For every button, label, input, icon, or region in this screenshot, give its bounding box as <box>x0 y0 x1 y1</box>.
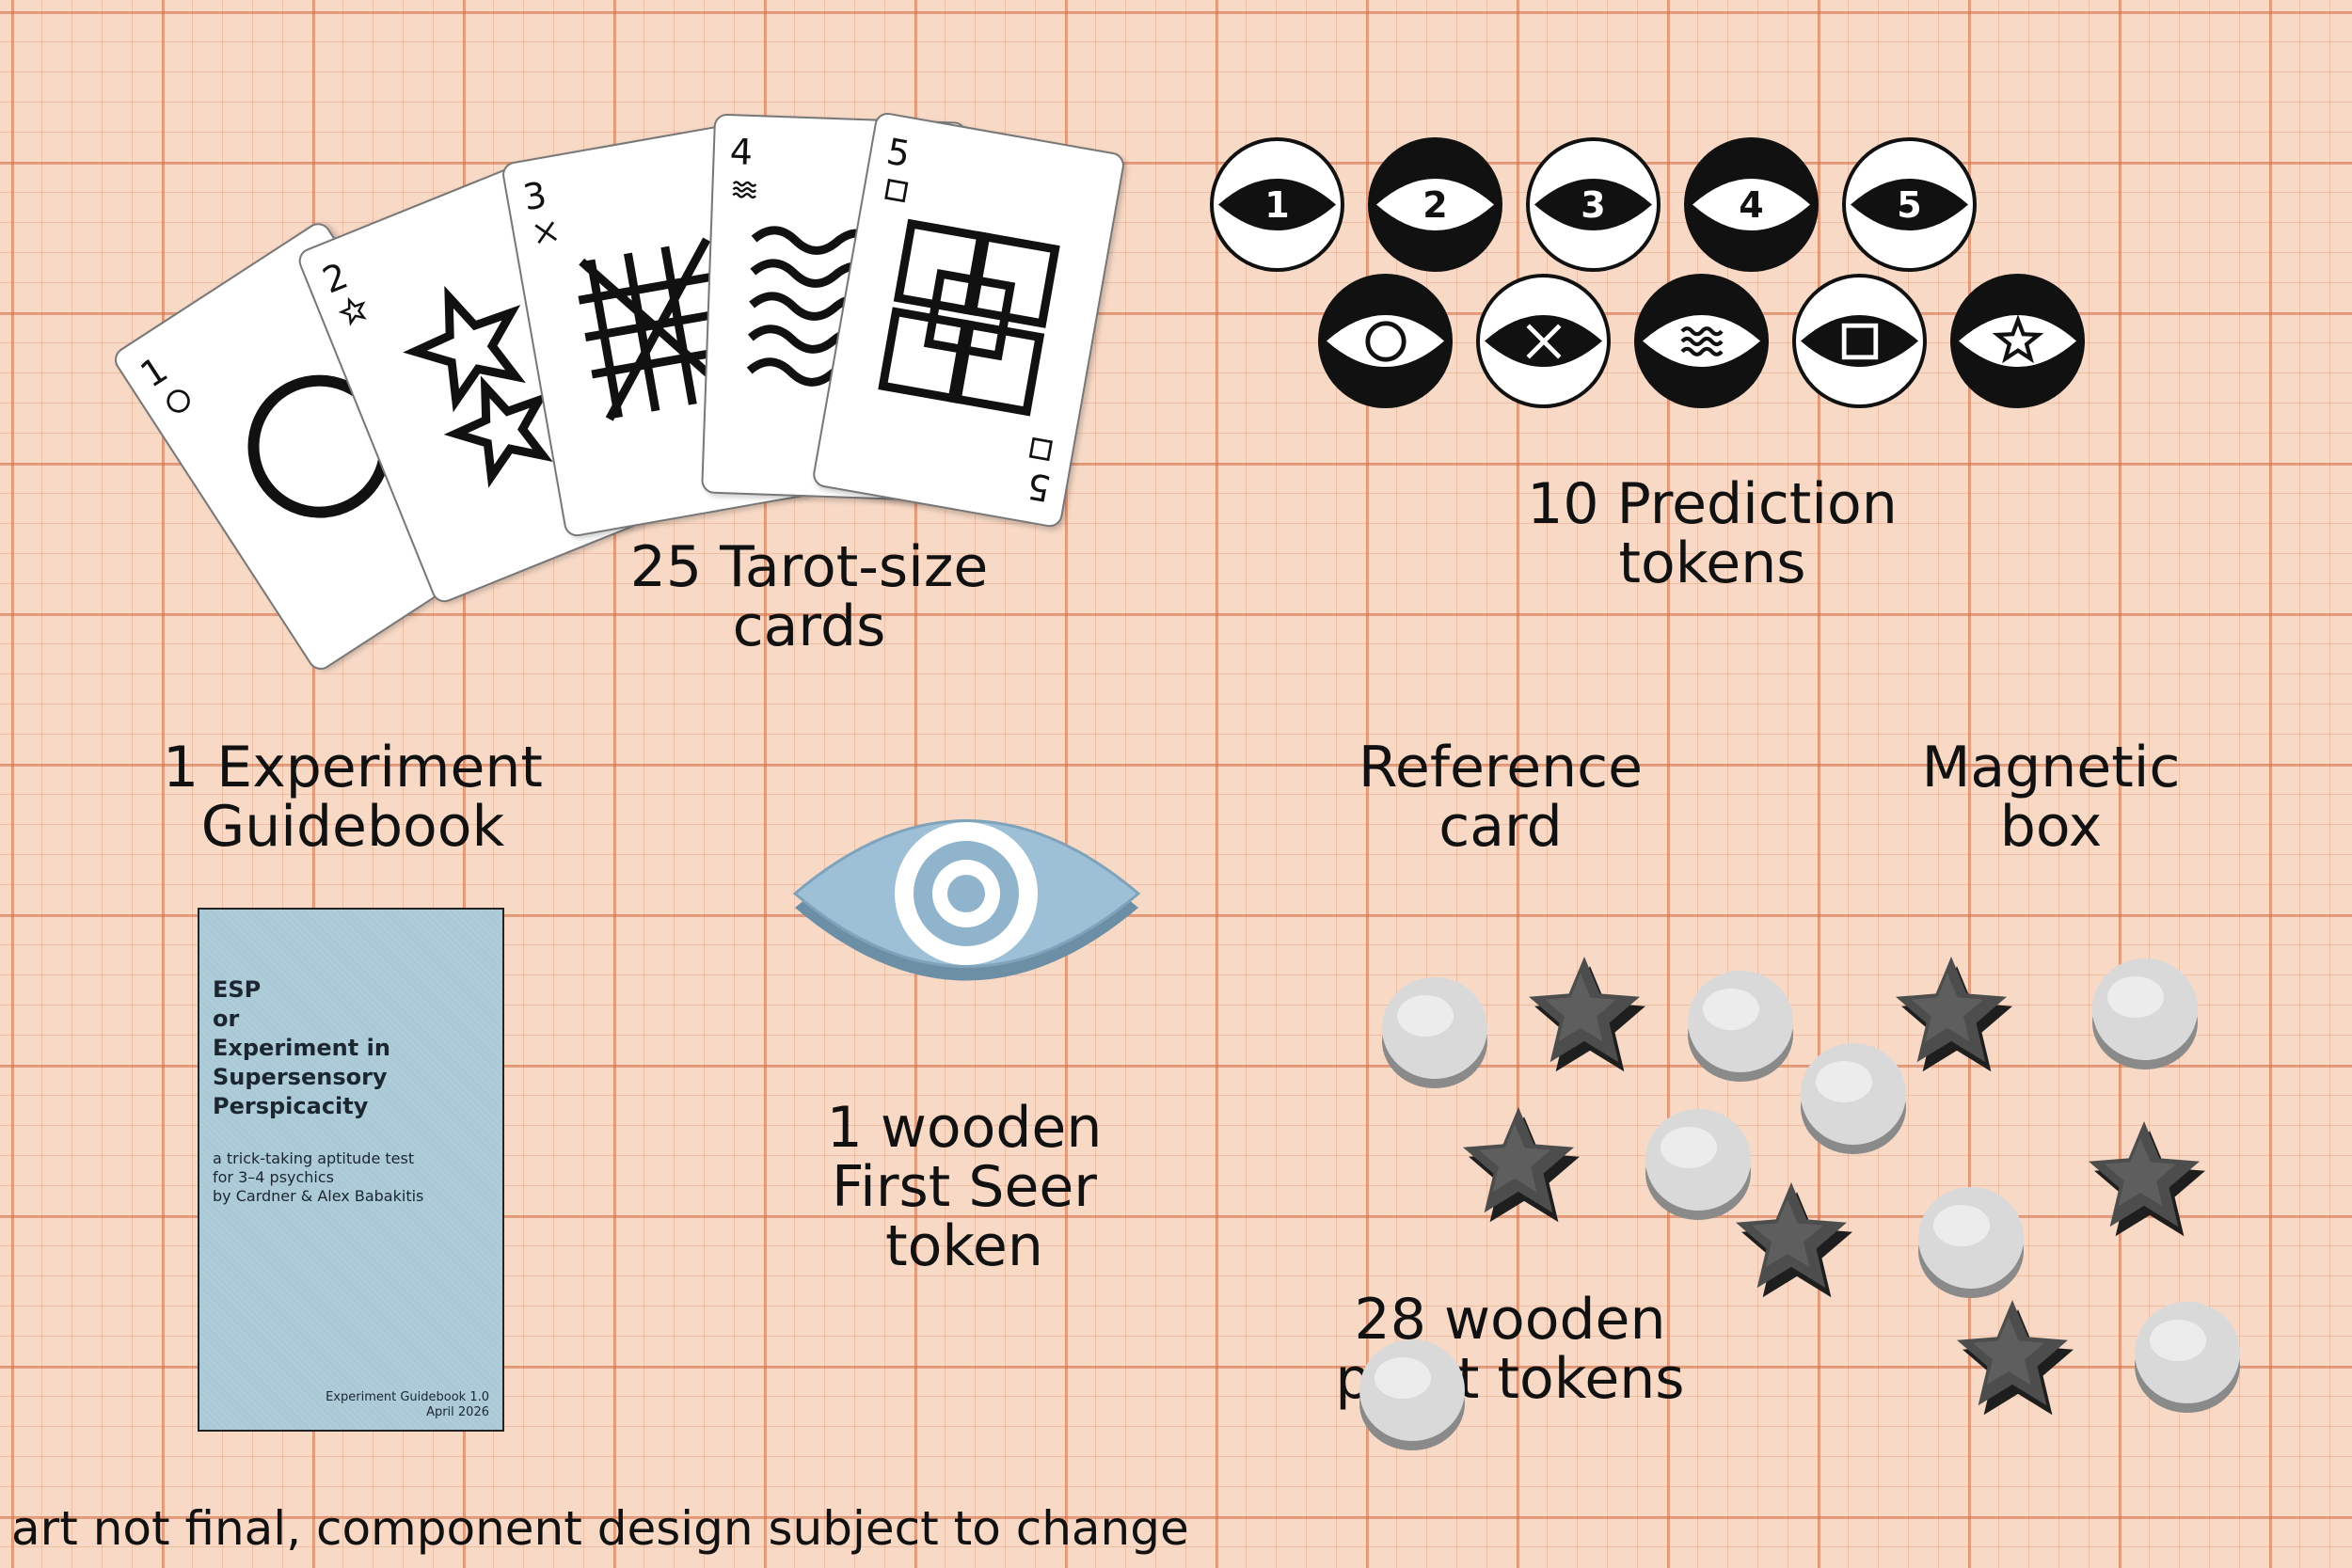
guidebook-footer: Experiment Guidebook 1.0 April 2026 <box>326 1390 489 1419</box>
prediction-token-5: 5 <box>1841 136 1978 273</box>
prediction-token-1: 1 <box>1209 136 1345 273</box>
point-tokens <box>1355 941 2277 1467</box>
card-art-cross-icon <box>548 207 767 451</box>
card-number: 4 <box>727 131 762 214</box>
card-art-square-icon <box>860 198 1078 442</box>
prediction-token-circle <box>1317 273 1454 409</box>
square-icon <box>877 171 915 217</box>
square-icon <box>1841 323 1878 359</box>
cards-label: 25 Tarot-size cards <box>629 534 989 659</box>
card-art-star-icon <box>358 248 609 517</box>
point-star-icon <box>1731 1180 1858 1311</box>
prediction-label: 10 Prediction tokens <box>1527 471 1898 596</box>
star-icon <box>332 290 377 341</box>
experiment-guidebook: ESP or Experiment in Supersensory Perspi… <box>198 908 504 1432</box>
point-disc-token <box>1684 967 1797 1088</box>
prediction-token-number: 1 <box>1264 183 1290 226</box>
circle-icon <box>1364 320 1406 362</box>
first-seer-label: 1 wooden First Seer token <box>826 1095 1103 1279</box>
prediction-tokens: 1 2 3 4 5 <box>1209 136 2112 419</box>
prediction-token-star <box>1949 273 2086 409</box>
circle-icon <box>156 378 205 430</box>
prediction-token-3: 3 <box>1525 136 1661 273</box>
prediction-token-waves <box>1633 273 1770 409</box>
card-number: 2 <box>317 251 377 340</box>
point-disc-token <box>1642 1105 1755 1227</box>
star-icon <box>1992 313 2043 363</box>
point-star-icon <box>1524 955 1651 1085</box>
card-number: 5 <box>1015 422 1061 510</box>
reference-card-label: Reference card <box>1358 735 1644 860</box>
point-star-icon <box>1458 1105 1585 1236</box>
cross-icon <box>527 214 565 260</box>
point-disc-token <box>1915 1183 2027 1305</box>
card-number: 1 <box>134 343 205 430</box>
prediction-token-number: 5 <box>1897 183 1922 226</box>
point-star-icon <box>1952 1298 2079 1429</box>
point-disc-token <box>2131 1298 2244 1419</box>
waves-icon <box>727 172 761 214</box>
prediction-token-number: 3 <box>1581 183 1606 226</box>
card-fan: 1122334455 <box>0 0 1129 677</box>
prediction-token-cross <box>1475 273 1612 409</box>
point-star-icon <box>2084 1119 2211 1250</box>
first-seer-eye-icon <box>792 819 1141 981</box>
prediction-token-number: 4 <box>1739 183 1764 226</box>
guidebook-title: ESP or Experiment in Supersensory Perspi… <box>213 976 390 1119</box>
disclaimer-text: art not final, component design subject … <box>11 1501 1189 1556</box>
point-disc-token <box>1356 1336 1469 1457</box>
point-disc-token <box>2089 955 2201 1076</box>
prediction-token-2: 2 <box>1367 136 1503 273</box>
square-icon <box>1023 422 1061 468</box>
guidebook-label: 1 Experiment Guidebook <box>163 735 543 860</box>
magnetic-box-label: Magnetic box <box>1921 735 2181 860</box>
card-number: 3 <box>520 172 566 260</box>
guidebook-subtitle: a trick-taking aptitude test for 3–4 psy… <box>213 1149 424 1205</box>
point-star-icon <box>1891 955 2018 1085</box>
point-disc-token <box>1378 974 1491 1095</box>
prediction-token-square <box>1791 273 1928 409</box>
prediction-token-number: 2 <box>1422 183 1448 226</box>
prediction-token-4: 4 <box>1683 136 1820 273</box>
point-disc-token <box>1797 1039 1910 1161</box>
waves-icon <box>1679 325 1724 356</box>
cross-icon <box>1526 324 1561 358</box>
card-number: 5 <box>877 131 923 218</box>
